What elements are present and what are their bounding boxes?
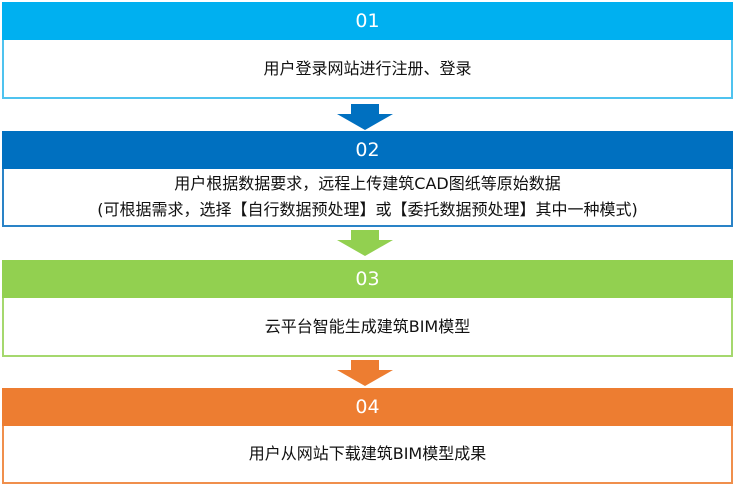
step-01: 01 用户登录网站进行注册、登录 xyxy=(2,2,733,99)
step-02: 02 用户根据数据要求，远程上传建筑CAD图纸等原始数据 (可根据需求，选择【自… xyxy=(2,131,733,227)
step-04-body: 用户从网站下载建筑BIM模型成果 xyxy=(2,426,733,484)
step-04-text: 用户从网站下载建筑BIM模型成果 xyxy=(248,444,487,463)
step-02-header: 02 xyxy=(2,131,733,169)
step-02-text-line-1: 用户根据数据要求，远程上传建筑CAD图纸等原始数据 xyxy=(174,174,561,193)
step-03-number: 03 xyxy=(355,268,380,290)
step-02-number: 02 xyxy=(355,139,380,161)
step-01-body: 用户登录网站进行注册、登录 xyxy=(2,40,733,99)
down-arrow-1-shape xyxy=(337,104,393,130)
step-03: 03 云平台智能生成建筑BIM模型 xyxy=(2,260,733,357)
step-01-text: 用户登录网站进行注册、登录 xyxy=(263,58,472,78)
step-02-text-line-2: (可根据需求，选择【自行数据预处理】或【委托数据预处理】其中一种模式) xyxy=(97,200,638,219)
down-arrow-icon xyxy=(337,104,393,130)
down-arrow-2-shape xyxy=(337,230,393,256)
step-04-number: 04 xyxy=(355,396,380,418)
down-arrow-icon xyxy=(337,360,393,386)
step-03-text: 云平台智能生成建筑BIM模型 xyxy=(264,316,471,336)
down-arrow-3-shape xyxy=(337,360,393,386)
step-02-body: 用户根据数据要求，远程上传建筑CAD图纸等原始数据 (可根据需求，选择【自行数据… xyxy=(2,169,733,227)
step-04: 04 用户从网站下载建筑BIM模型成果 xyxy=(2,388,733,484)
step-03-body: 云平台智能生成建筑BIM模型 xyxy=(2,298,733,357)
step-01-header: 01 xyxy=(2,2,733,40)
step-03-header: 03 xyxy=(2,260,733,298)
step-01-number: 01 xyxy=(355,10,380,32)
down-arrow-icon xyxy=(337,230,393,256)
step-04-header: 04 xyxy=(2,388,733,426)
